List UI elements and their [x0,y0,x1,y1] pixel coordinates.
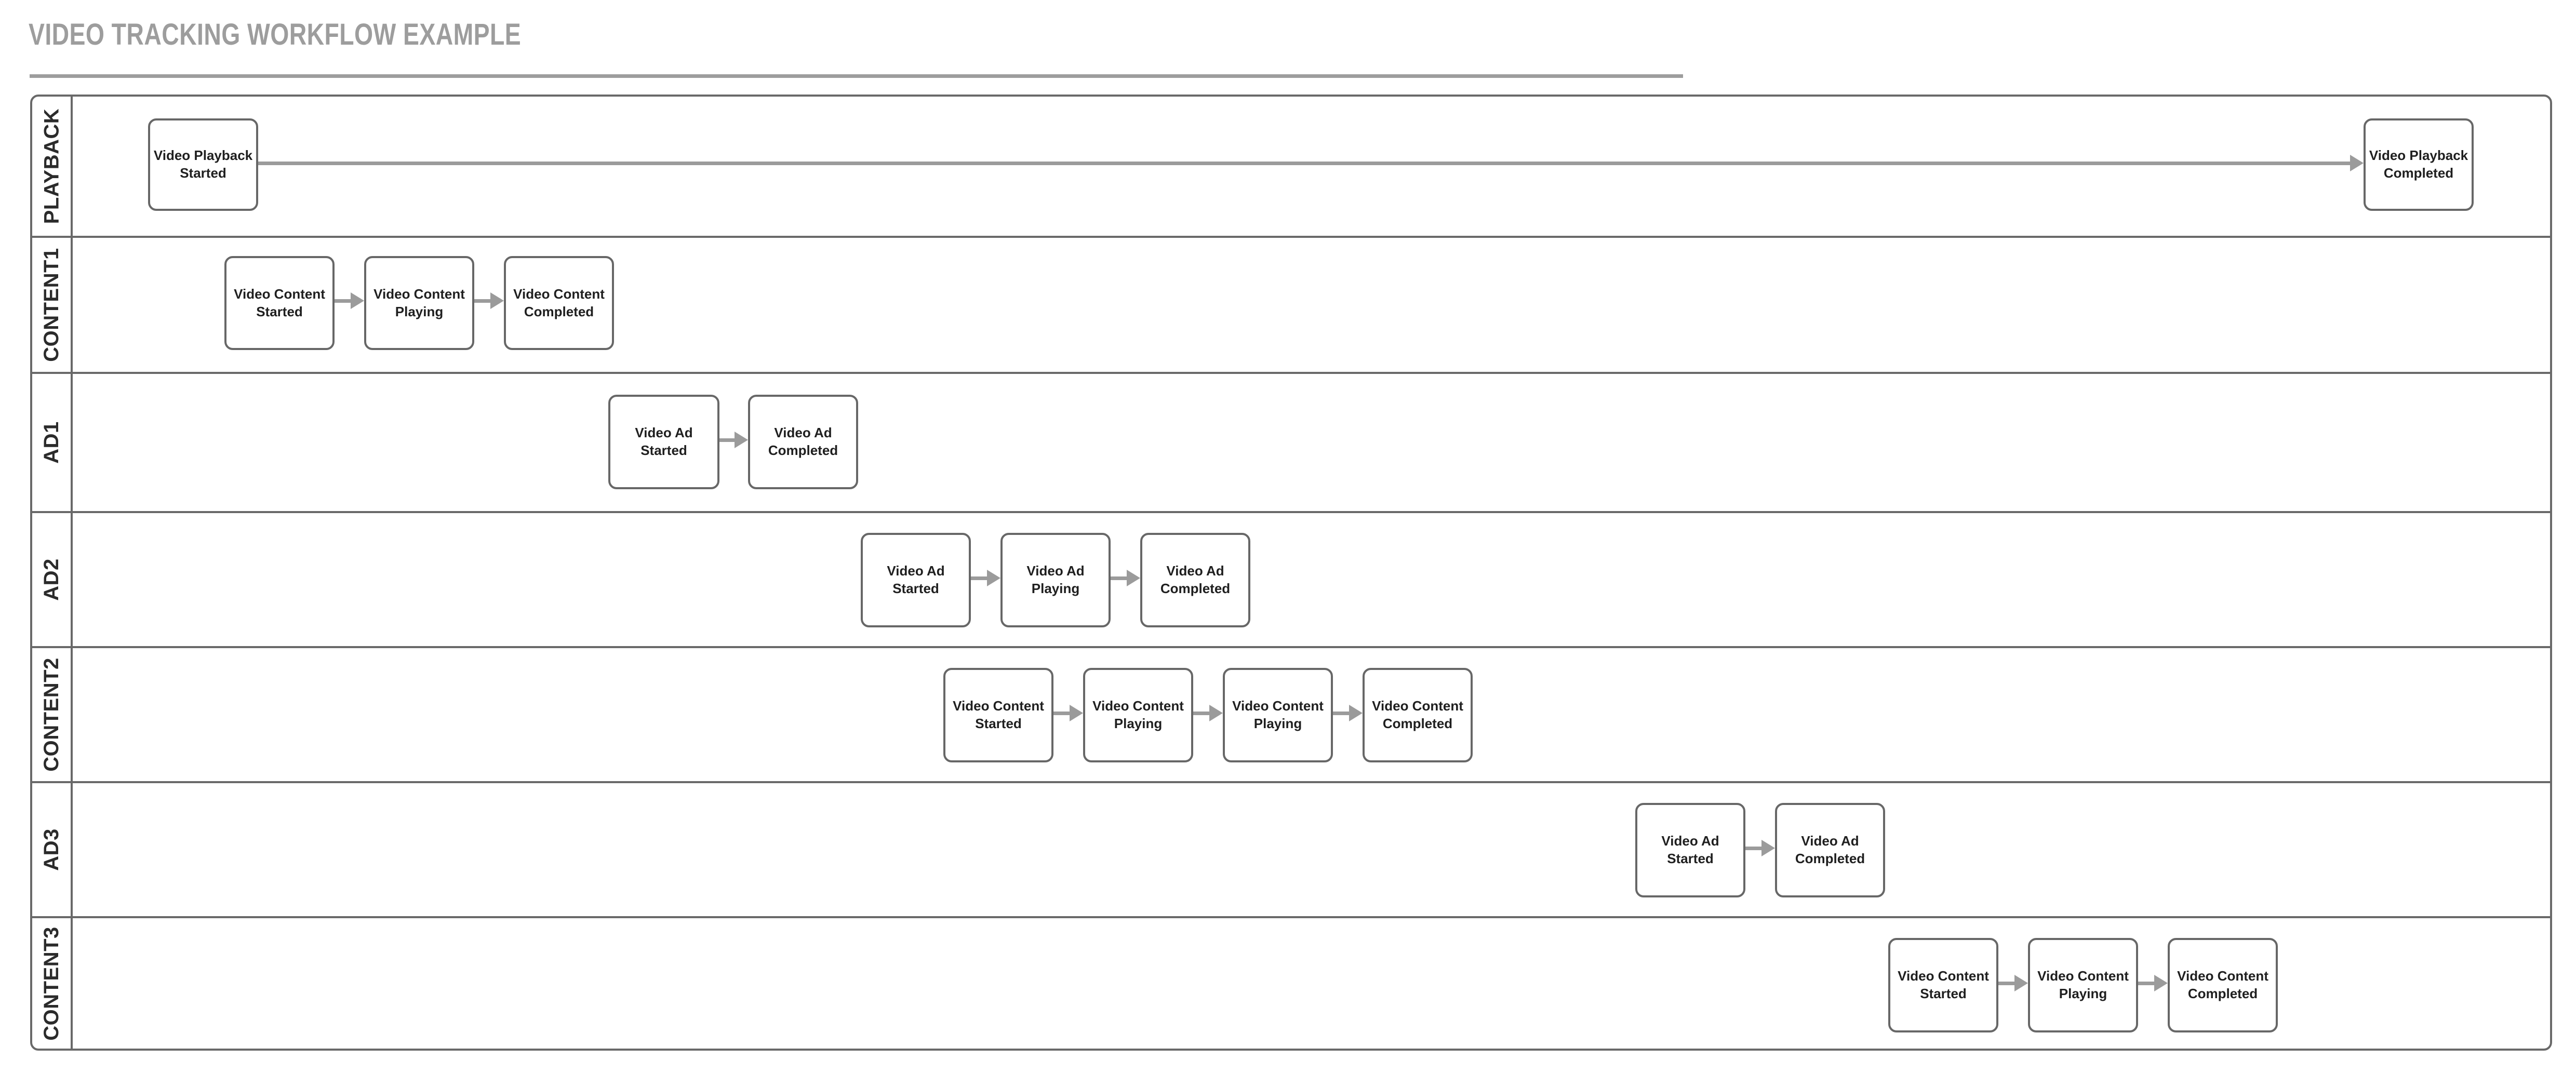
swimlane-ad1: AD1 Video Ad Started Video Ad Completed [32,372,2550,511]
task-node[interactable]: Video Content Completed [1363,668,1473,762]
swimlane-ad3: AD3 Video Ad Started Video Ad Completed [32,781,2550,916]
connector-arrowhead-icon [2350,155,2364,171]
connector-line [1111,576,1127,580]
lane-body-ad1: Video Ad Started Video Ad Completed [73,374,2550,511]
task-node[interactable]: Video Content Started [943,668,1053,762]
task-node[interactable]: Video Content Started [1888,938,1998,1032]
task-node-label: Video Ad Started [887,563,945,596]
task-node[interactable]: Video Content Completed [2168,938,2278,1032]
task-node-label: Video Playback Started [153,147,253,181]
lane-label: AD2 [40,558,63,601]
task-node[interactable]: Video Content Playing [364,256,474,350]
title-underline [30,74,1683,78]
connector-arrowhead-icon [987,570,1000,586]
connector-arrowhead-icon [1761,840,1775,856]
lane-body-playback: Video Playback Started Video Playback Com… [73,97,2550,236]
connector-line [1998,982,2014,985]
task-node-label: Video Content Playing [2037,968,2129,1001]
lane-header-ad1: AD1 [32,374,73,511]
lane-label: CONTENT3 [40,926,63,1041]
connector-arrowhead-icon [2154,975,2168,991]
lane-header-ad3: AD3 [32,783,73,916]
connector-arrowhead-icon [1349,705,1363,721]
task-node-label: Video Ad Completed [768,425,838,458]
task-node[interactable]: Video Playback Completed [2364,118,2474,211]
task-node-label: Video Ad Started [1661,833,1719,866]
task-node[interactable]: Video Content Playing [1223,668,1333,762]
task-node[interactable]: Video Content Playing [1083,668,1193,762]
connector-arrowhead-icon [1209,705,1223,721]
task-node-label: Video Ad Started [635,425,693,458]
task-node-label: Video Content Started [953,698,1044,731]
task-node-label: Video Ad Playing [1026,563,1085,596]
lane-label: AD3 [40,828,63,871]
connector-arrowhead-icon [490,292,504,309]
connector-line [474,299,490,303]
task-node[interactable]: Video Playback Started [148,118,258,211]
task-node[interactable]: Video Ad Completed [748,395,858,489]
task-node-label: Video Content Playing [1092,698,1184,731]
task-node-label: Video Playback Completed [2369,147,2468,181]
connector-arrowhead-icon [2014,975,2028,991]
connector-line [1745,847,1761,850]
lane-body-ad2: Video Ad Started Video Ad Playing Video Ad… [73,513,2550,646]
connector-arrowhead-icon [351,292,364,309]
task-node[interactable]: Video Content Playing [2028,938,2138,1032]
connector-line [1193,712,1209,715]
lane-label: CONTENT1 [40,248,63,362]
connector-arrowhead-icon [1070,705,1083,721]
task-node[interactable]: Video Ad Started [1635,803,1745,897]
task-node[interactable]: Video Ad Started [608,395,719,489]
connector-line [1053,712,1070,715]
connector-line [258,162,2350,165]
task-node-label: Video Ad Completed [1160,563,1231,596]
lane-label: CONTENT2 [40,657,63,772]
lane-label: AD1 [40,421,63,464]
connector-line [1333,712,1349,715]
connector-arrowhead-icon [735,432,748,448]
lane-header-content3: CONTENT3 [32,918,73,1049]
lane-label: PLAYBACK [40,108,63,224]
task-node[interactable]: Video Content Started [224,256,335,350]
task-node-label: Video Content Started [1898,968,1989,1001]
connector-line [971,576,987,580]
page-title: VIDEO TRACKING WORKFLOW EXAMPLE [29,18,522,51]
task-node[interactable]: Video Ad Started [861,533,971,627]
task-node-label: Video Content Started [234,286,325,319]
lane-body-ad3: Video Ad Started Video Ad Completed [73,783,2550,916]
connector-arrowhead-icon [1127,570,1140,586]
task-node-label: Video Ad Completed [1795,833,1865,866]
lane-body-content1: Video Content Started Video Content Playi… [73,238,2550,372]
task-node[interactable]: Video Ad Completed [1775,803,1885,897]
task-node-label: Video Content Completed [2177,968,2268,1001]
task-node[interactable]: Video Ad Playing [1000,533,1111,627]
lane-header-ad2: AD2 [32,513,73,646]
lane-body-content3: Video Content Started Video Content Playi… [73,918,2550,1049]
lane-body-content2: Video Content Started Video Content Playi… [73,648,2550,781]
lane-header-playback: PLAYBACK [32,97,73,236]
task-node-label: Video Content Playing [1232,698,1324,731]
task-node[interactable]: Video Ad Completed [1140,533,1250,627]
task-node-label: Video Content Playing [373,286,465,319]
task-node-label: Video Content Completed [1372,698,1463,731]
connector-line [2138,982,2154,985]
lane-header-content2: CONTENT2 [32,648,73,781]
lane-header-content1: CONTENT1 [32,238,73,372]
task-node-label: Video Content Completed [513,286,605,319]
connector-line [335,299,351,303]
connector-line [719,438,735,442]
task-node[interactable]: Video Content Completed [504,256,614,350]
